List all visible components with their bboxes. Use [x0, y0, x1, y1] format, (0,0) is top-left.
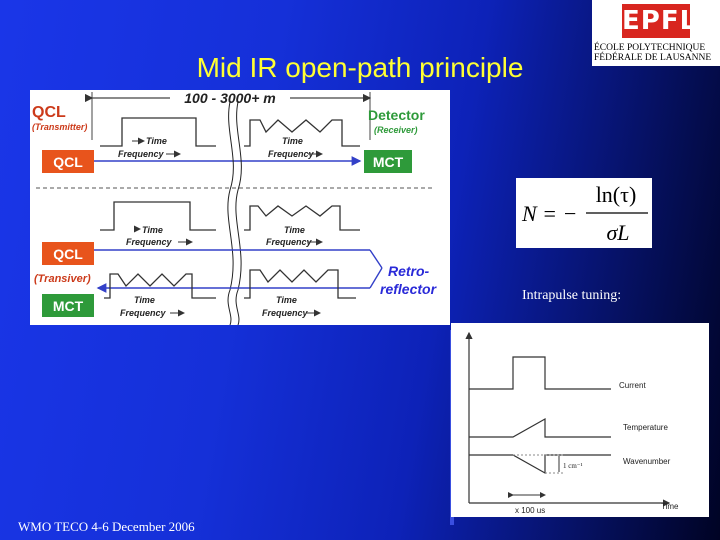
transmitter-role: (Transmitter) [32, 122, 87, 132]
qcl-box-bottom-label: QCL [53, 246, 83, 262]
qcl-box-bottom [42, 242, 94, 265]
qcl-box-top [42, 150, 94, 173]
detector-name: Detector [368, 107, 425, 123]
distance-label-bg [170, 90, 290, 106]
pulse-mid-left [100, 201, 216, 231]
break-line-b [235, 101, 242, 325]
time-axis-label: Time [661, 502, 679, 511]
transiver-label: (Transiver) [34, 273, 91, 285]
wavenumber-label: Wavenumber [623, 457, 671, 466]
mct-box-bottom-label: MCT [53, 298, 84, 314]
current-trace [469, 356, 611, 390]
epfl-logo: EPFL ÉCOLE POLYTECHNIQUE FÉDÉRALE DE LAU… [592, 0, 720, 66]
mct-box-top-label: MCT [373, 154, 404, 170]
tuning-svg: Current Temperature 1 cm⁻¹ Wavenumber x … [465, 331, 679, 515]
beam-from-reflector [369, 267, 383, 289]
formula-numerator: ln(τ) [596, 182, 637, 207]
time-label-1: Time [146, 136, 167, 146]
formula-box: N = − ln(τ) σL [516, 178, 652, 248]
mct-box-top [364, 150, 412, 173]
frequency-label-5: Frequency [120, 308, 167, 318]
detector-role: (Receiver) [374, 125, 418, 135]
pulse-bottom-right [244, 269, 356, 299]
frequency-label-4: Frequency [266, 237, 313, 247]
retroreflector-line-2: reflector [380, 281, 438, 297]
temperature-trace [469, 417, 611, 438]
open-path-diagram: 100 - 3000+ m QCL (Transmitter) Detector… [30, 90, 450, 325]
mct-box-bottom [42, 294, 94, 317]
formula-denominator: σL [606, 220, 629, 245]
distance-label: 100 - 3000+ m [184, 90, 275, 106]
tuning-plot: Current Temperature 1 cm⁻¹ Wavenumber x … [451, 323, 709, 517]
retroreflector-line-1: Retro- [388, 263, 430, 279]
logo-line-2: FÉDÉRALE DE LAUSANNE [594, 53, 712, 63]
time-label-3: Time [142, 225, 163, 235]
frequency-label-6: Frequency [262, 308, 309, 318]
wavenumber-trace [469, 454, 611, 475]
pulse-bottom-left [104, 273, 216, 299]
qcl-box-top-label: QCL [53, 154, 83, 170]
scale-label: x 100 us [515, 506, 545, 515]
time-label-4: Time [284, 225, 305, 235]
epfl-logo-mark: EPFL [622, 4, 698, 38]
time-label-2: Time [282, 136, 303, 146]
logo-line-1: ÉCOLE POLYTECHNIQUE [594, 43, 706, 53]
pulse-top-left [100, 117, 216, 147]
diagram-svg: 100 - 3000+ m QCL (Transmitter) Detector… [32, 90, 438, 325]
temperature-label: Temperature [623, 423, 668, 432]
delta-label: 1 cm⁻¹ [563, 462, 583, 470]
slide-footer: WMO TECO 4-6 December 2006 [18, 519, 195, 534]
tuning-label: Intrapulse tuning: [522, 288, 622, 303]
frequency-label-1: Frequency [118, 149, 165, 159]
formula-svg: N = − ln(τ) σL [521, 182, 648, 245]
beam-to-reflector [369, 249, 383, 269]
frequency-label-2: Frequency [268, 149, 315, 159]
break-line-a [227, 101, 234, 325]
pulse-mid-right [244, 205, 360, 231]
formula-lhs: N = − [521, 201, 577, 226]
time-label-6: Time [276, 295, 297, 305]
pulse-top-right [244, 119, 360, 147]
frequency-label-3: Frequency [126, 237, 173, 247]
transmitter-name: QCL [32, 104, 66, 121]
time-label-5: Time [134, 295, 155, 305]
current-label: Current [619, 381, 646, 390]
slide-title: Mid IR open-path principle [196, 52, 524, 83]
